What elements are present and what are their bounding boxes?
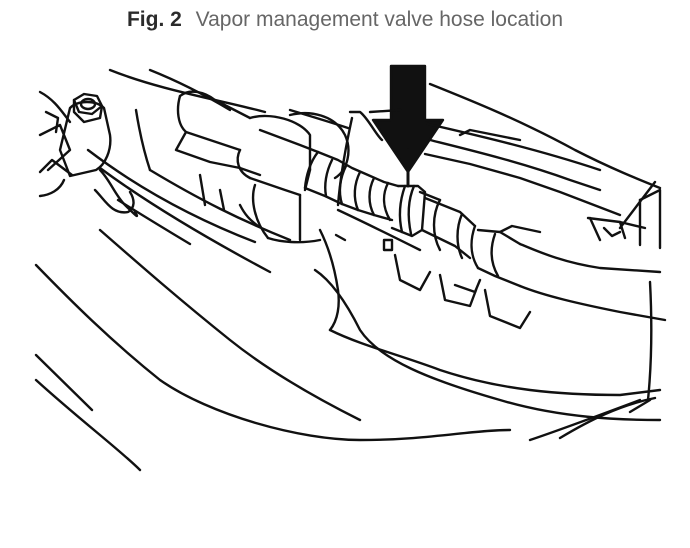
- long-hose: [34, 68, 512, 442]
- hose-clamp: [382, 184, 442, 252]
- figure-title: Vapor management valve hose location: [195, 8, 564, 31]
- figure-number: Fig. 2: [126, 8, 182, 31]
- vapor-management-valve-connector: [420, 196, 667, 322]
- engine-bay-panels: [336, 82, 662, 250]
- curved-tube-left: [34, 168, 139, 412]
- lower-tray: [313, 208, 662, 442]
- secondary-hose-lines: [34, 108, 362, 472]
- upper-hose-assembly: [174, 90, 350, 244]
- bolt-icon: [72, 92, 104, 124]
- figure-caption: Fig. 2 Vapor management valve hose locat…: [0, 8, 690, 32]
- pointer-arrow: [371, 64, 445, 188]
- corrugated-boot: [303, 150, 400, 222]
